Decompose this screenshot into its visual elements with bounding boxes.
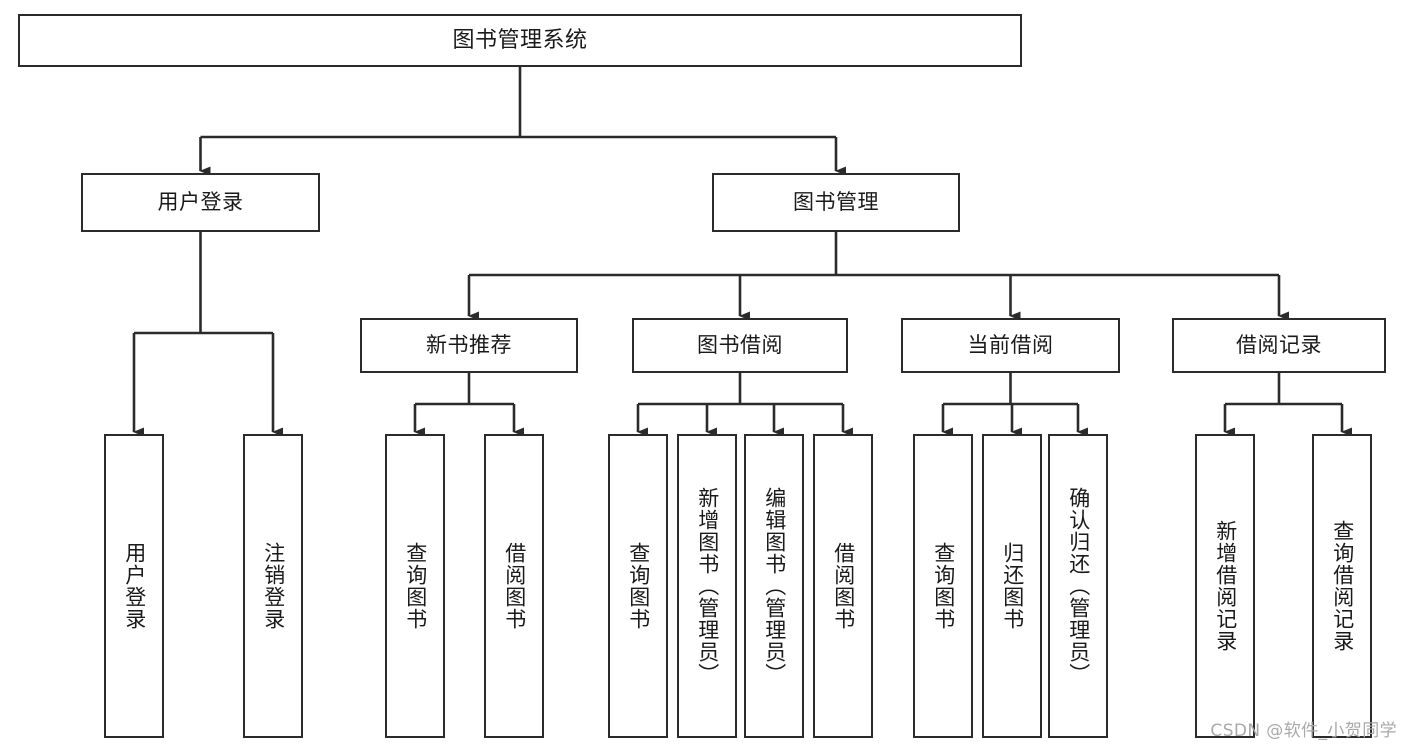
node-label: 归还图书 (1000, 542, 1025, 630)
node-leaf-query-book-1[interactable]: 查询图书 (385, 434, 445, 738)
node-label: 用户登录 (122, 542, 147, 630)
node-leaf-borrow-book-2[interactable]: 借阅图书 (813, 434, 873, 738)
node-label: 用户登录 (157, 190, 244, 215)
node-book-manage[interactable]: 图书管理 (712, 173, 960, 232)
node-label: 新增图书（管理员） (695, 487, 720, 685)
node-leaf-add-book[interactable]: 新增图书（管理员） (677, 434, 737, 738)
node-user-login[interactable]: 用户登录 (81, 173, 320, 232)
node-label: 确认归还（管理员） (1066, 487, 1091, 685)
node-label: 图书管理 (793, 190, 879, 215)
node-borrow-record[interactable]: 借阅记录 (1172, 318, 1386, 373)
node-label: 注销登录 (261, 542, 286, 630)
node-label: 查询借阅记录 (1330, 520, 1355, 652)
node-label: 新增借阅记录 (1213, 520, 1238, 652)
node-leaf-query-book-3[interactable]: 查询图书 (913, 434, 973, 738)
node-leaf-query-book-2[interactable]: 查询图书 (608, 434, 668, 738)
node-leaf-edit-book[interactable]: 编辑图书（管理员） (744, 434, 804, 738)
node-label: 编辑图书（管理员） (762, 487, 787, 685)
node-leaf-logout[interactable]: 注销登录 (243, 434, 303, 738)
node-new-book-rec[interactable]: 新书推荐 (360, 318, 578, 373)
node-label: 当前借阅 (967, 333, 1054, 358)
node-leaf-return-book[interactable]: 归还图书 (982, 434, 1042, 738)
node-leaf-confirm-return[interactable]: 确认归还（管理员） (1048, 434, 1108, 738)
node-book-borrow[interactable]: 图书借阅 (632, 318, 848, 373)
node-leaf-query-record[interactable]: 查询借阅记录 (1312, 434, 1372, 738)
node-leaf-borrow-book-1[interactable]: 借阅图书 (484, 434, 544, 738)
node-root[interactable]: 图书管理系统 (18, 14, 1022, 67)
node-label: 查询图书 (626, 542, 651, 630)
node-label: 图书管理系统 (452, 27, 588, 53)
node-label: 查询图书 (931, 542, 956, 630)
node-label: 新书推荐 (426, 333, 512, 358)
node-current-borrow[interactable]: 当前借阅 (901, 318, 1120, 373)
node-leaf-add-record[interactable]: 新增借阅记录 (1195, 434, 1255, 738)
node-label: 查询图书 (403, 542, 428, 630)
watermark: CSDN @软件_小贺同学 (1210, 721, 1397, 741)
node-label: 借阅图书 (502, 542, 527, 630)
node-label: 借阅图书 (831, 542, 856, 630)
node-label: 借阅记录 (1236, 333, 1322, 358)
node-leaf-user-login[interactable]: 用户登录 (104, 434, 164, 738)
node-label: 图书借阅 (697, 333, 783, 358)
